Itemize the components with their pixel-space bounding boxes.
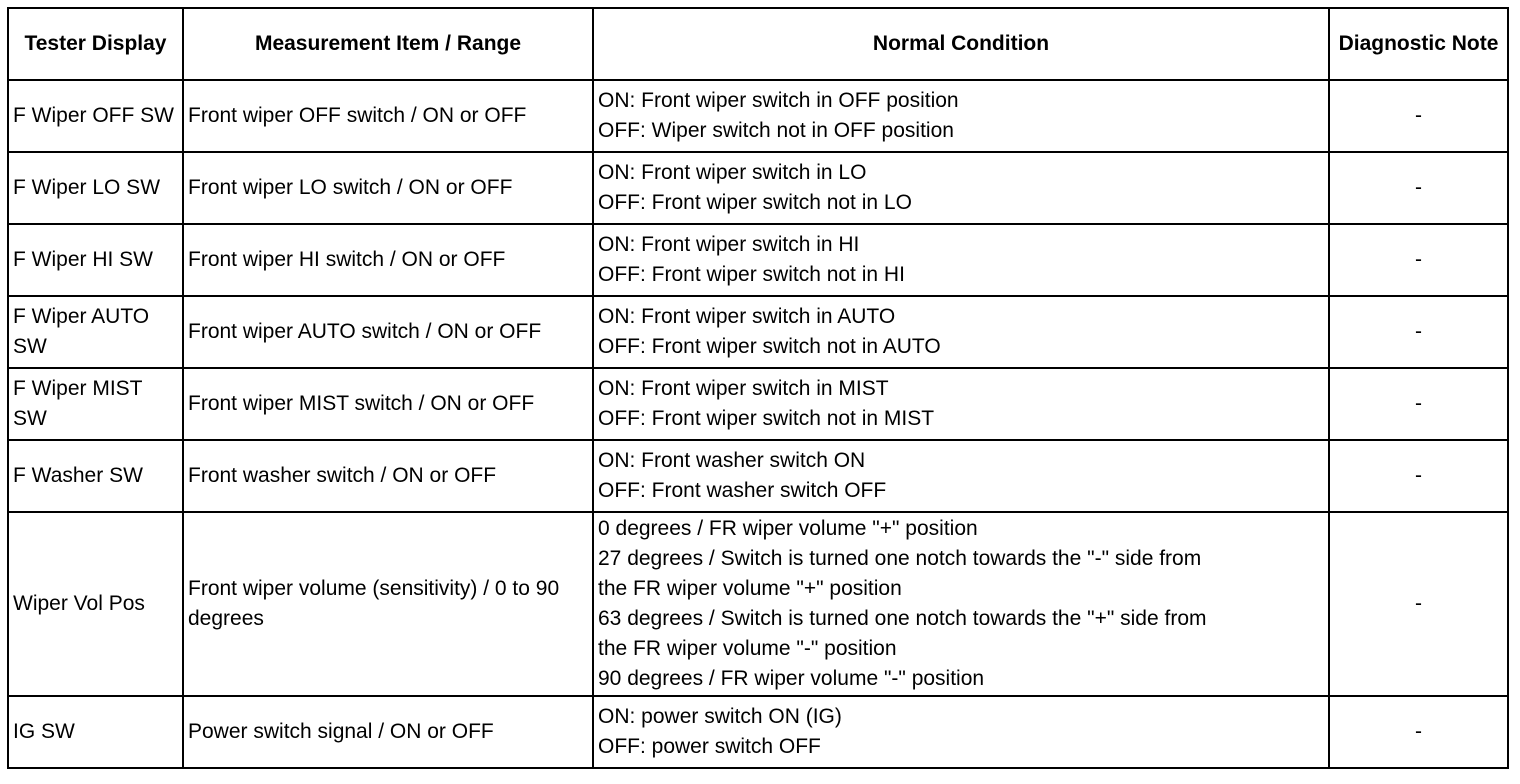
- cell-diagnostic-note: -: [1328, 439, 1509, 513]
- condition-line: the FR wiper volume "-" position: [598, 637, 897, 660]
- condition-line: ON: Front wiper switch in AUTO: [598, 305, 896, 328]
- cell-diagnostic-note: -: [1328, 367, 1509, 441]
- condition-line: ON: Front wiper switch in HI: [598, 233, 860, 256]
- header-tester-display: Tester Display: [7, 7, 184, 81]
- cell-measurement-item: Power switch signal / ON or OFF: [182, 695, 594, 769]
- cell-diagnostic-note: -: [1328, 695, 1509, 769]
- table-row: F Wiper HI SW Front wiper HI switch / ON…: [7, 223, 1509, 297]
- cell-diagnostic-note: -: [1328, 295, 1509, 369]
- table-row: F Wiper LO SW Front wiper LO switch / ON…: [7, 151, 1509, 225]
- condition-line: the FR wiper volume "+" position: [598, 577, 902, 600]
- header-normal-condition: Normal Condition: [592, 7, 1330, 81]
- cell-tester-display: F Wiper OFF SW: [7, 79, 184, 153]
- condition-line: ON: Front washer switch ON: [598, 449, 866, 472]
- header-measurement-item: Measurement Item / Range: [182, 7, 594, 81]
- table-header-row: Tester Display Measurement Item / Range …: [7, 7, 1509, 81]
- cell-tester-display: Wiper Vol Pos: [7, 511, 184, 697]
- cell-diagnostic-note: -: [1328, 151, 1509, 225]
- cell-normal-condition: 0 degrees / FR wiper volume "+" position…: [592, 511, 1330, 697]
- condition-line: OFF: Front wiper switch not in LO: [598, 191, 912, 214]
- condition-line: 27 degrees / Switch is turned one notch …: [598, 547, 1202, 570]
- condition-line: OFF: Front washer switch OFF: [598, 479, 887, 502]
- table-row: F Washer SW Front washer switch / ON or …: [7, 439, 1509, 513]
- cell-tester-display: F Wiper LO SW: [7, 151, 184, 225]
- table-row: IG SW Power switch signal / ON or OFF ON…: [7, 695, 1509, 769]
- condition-line: OFF: power switch OFF: [598, 735, 821, 758]
- cell-tester-display: IG SW: [7, 695, 184, 769]
- header-diagnostic-note: Diagnostic Note: [1328, 7, 1509, 81]
- cell-diagnostic-note: -: [1328, 511, 1509, 697]
- condition-line: OFF: Wiper switch not in OFF position: [598, 119, 954, 142]
- cell-tester-display: F Wiper MIST SW: [7, 367, 184, 441]
- condition-line: 63 degrees / Switch is turned one notch …: [598, 607, 1207, 630]
- condition-line: OFF: Front wiper switch not in AUTO: [598, 335, 941, 358]
- condition-line: OFF: Front wiper switch not in MIST: [598, 407, 935, 430]
- condition-line: ON: Front wiper switch in LO: [598, 161, 867, 184]
- table-row: F Wiper AUTO SW Front wiper AUTO switch …: [7, 295, 1509, 369]
- table-row: Wiper Vol Pos Front wiper volume (sensit…: [7, 511, 1509, 697]
- cell-measurement-item: Front wiper MIST switch / ON or OFF: [182, 367, 594, 441]
- tester-data-table: Tester Display Measurement Item / Range …: [7, 7, 1509, 769]
- cell-normal-condition: ON: power switch ON (IG) OFF: power swit…: [592, 695, 1330, 769]
- cell-normal-condition: ON: Front wiper switch in LO OFF: Front …: [592, 151, 1330, 225]
- table-row: F Wiper MIST SW Front wiper MIST switch …: [7, 367, 1509, 441]
- cell-measurement-item: Front wiper OFF switch / ON or OFF: [182, 79, 594, 153]
- condition-line: OFF: Front wiper switch not in HI: [598, 263, 905, 286]
- cell-normal-condition: ON: Front wiper switch in HI OFF: Front …: [592, 223, 1330, 297]
- cell-normal-condition: ON: Front wiper switch in OFF position O…: [592, 79, 1330, 153]
- table-row: F Wiper OFF SW Front wiper OFF switch / …: [7, 79, 1509, 153]
- cell-tester-display: F Wiper AUTO SW: [7, 295, 184, 369]
- condition-line: 0 degrees / FR wiper volume "+" position: [598, 517, 978, 540]
- cell-tester-display: F Washer SW: [7, 439, 184, 513]
- cell-diagnostic-note: -: [1328, 223, 1509, 297]
- condition-line: ON: Front wiper switch in OFF position: [598, 89, 959, 112]
- condition-line: ON: Front wiper switch in MIST: [598, 377, 889, 400]
- cell-measurement-item: Front washer switch / ON or OFF: [182, 439, 594, 513]
- cell-diagnostic-note: -: [1328, 79, 1509, 153]
- cell-measurement-item: Front wiper HI switch / ON or OFF: [182, 223, 594, 297]
- cell-measurement-item: Front wiper LO switch / ON or OFF: [182, 151, 594, 225]
- cell-measurement-item: Front wiper AUTO switch / ON or OFF: [182, 295, 594, 369]
- condition-line: ON: power switch ON (IG): [598, 705, 842, 728]
- cell-normal-condition: ON: Front wiper switch in MIST OFF: Fron…: [592, 367, 1330, 441]
- cell-normal-condition: ON: Front washer switch ON OFF: Front wa…: [592, 439, 1330, 513]
- condition-line: 90 degrees / FR wiper volume "-" positio…: [598, 667, 985, 690]
- cell-measurement-item: Front wiper volume (sensitivity) / 0 to …: [182, 511, 594, 697]
- cell-normal-condition: ON: Front wiper switch in AUTO OFF: Fron…: [592, 295, 1330, 369]
- cell-tester-display: F Wiper HI SW: [7, 223, 184, 297]
